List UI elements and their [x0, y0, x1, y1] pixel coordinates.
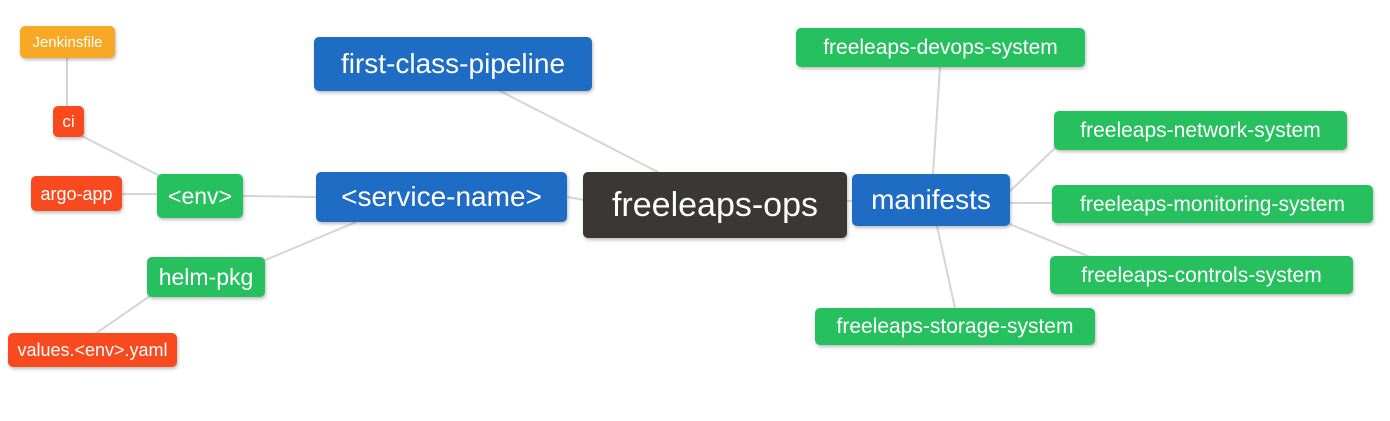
node-ci[interactable]: ci — [53, 106, 84, 137]
connector-line-manifests-to-freeleaps-network-system — [1008, 147, 1056, 193]
node-helm-pkg[interactable]: helm-pkg — [147, 257, 265, 297]
connector-line-ci-to-env — [79, 134, 161, 177]
connector-line-env-to-service-name — [242, 195, 317, 198]
connector-line-helm-pkg-to-values-env-yaml — [94, 295, 151, 335]
node-freeleaps-controls-system[interactable]: freeleaps-controls-system — [1050, 256, 1353, 294]
node-argo-app[interactable]: argo-app — [31, 176, 122, 211]
node-freeleaps-devops-system[interactable]: freeleaps-devops-system — [796, 28, 1085, 67]
node-jenkinsfile[interactable]: Jenkinsfile — [20, 26, 115, 58]
connector-line-first-class-pipeline-to-freeleaps-ops — [499, 90, 659, 173]
connector-line-manifests-to-freeleaps-devops-system — [932, 66, 941, 175]
connector-line-service-name-to-freeleaps-ops — [566, 196, 586, 201]
node-first-class-pipeline[interactable]: first-class-pipeline — [314, 37, 592, 91]
node-freeleaps-network-system[interactable]: freeleaps-network-system — [1054, 111, 1347, 150]
node-freeleaps-storage-system[interactable]: freeleaps-storage-system — [815, 308, 1095, 345]
node-freeleaps-ops[interactable]: freeleaps-ops — [583, 172, 847, 238]
node-manifests[interactable]: manifests — [852, 174, 1010, 226]
connector-line-manifests-to-freeleaps-storage-system — [936, 225, 956, 309]
connector-line-manifests-to-freeleaps-controls-system — [1006, 222, 1091, 258]
connector-line-service-name-to-helm-pkg — [262, 221, 357, 262]
node-freeleaps-monitoring-system[interactable]: freeleaps-monitoring-system — [1052, 185, 1373, 223]
node-env[interactable]: <env> — [157, 174, 243, 218]
node-values-env-yaml[interactable]: values.<env>.yaml — [8, 333, 177, 367]
node-service-name[interactable]: <service-name> — [316, 172, 567, 222]
